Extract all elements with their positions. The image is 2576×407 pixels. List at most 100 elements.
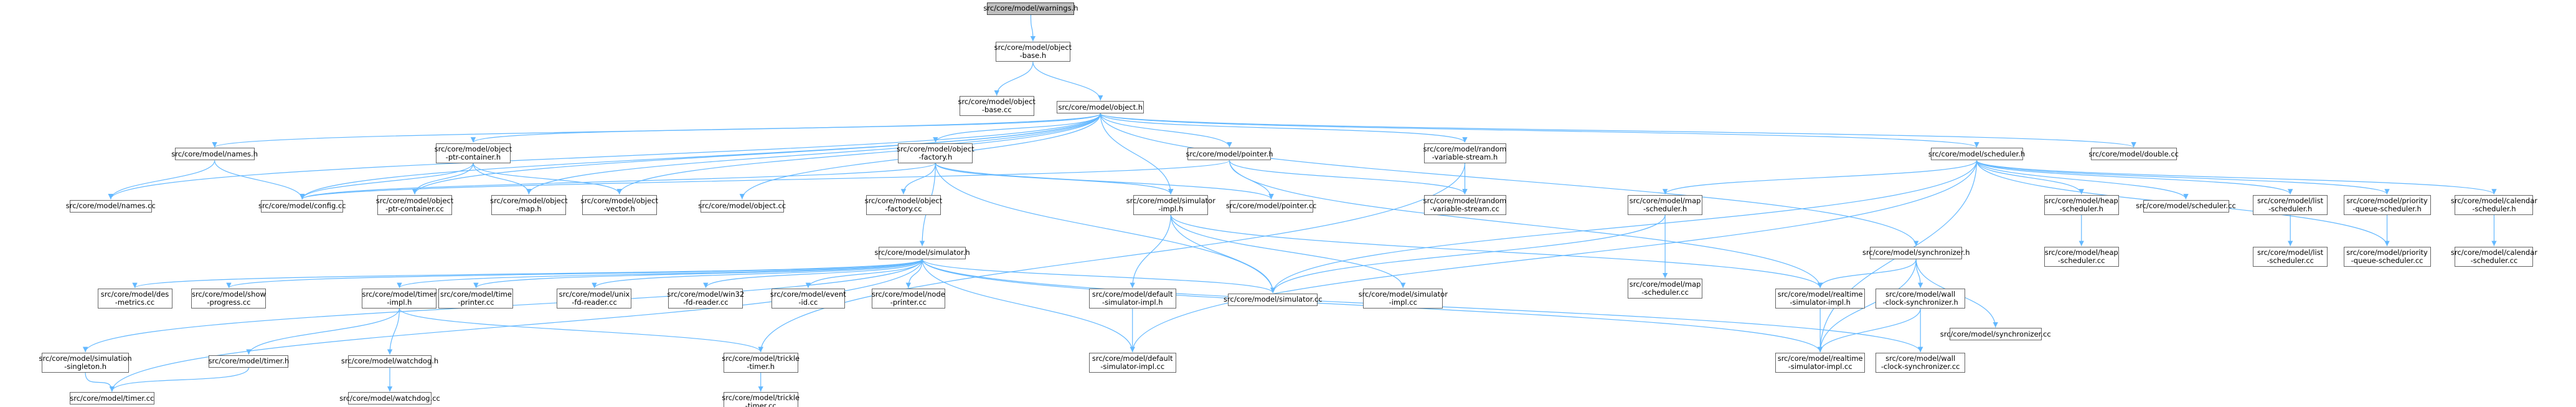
node-label-line: -fd-reader.cc <box>572 298 617 307</box>
node-double-cc[interactable]: src/core/model/double.cc <box>2088 148 2179 161</box>
edge-object_h-to-config_cc <box>300 113 1101 199</box>
node-watchdog-h[interactable]: src/core/model/watchdog.h <box>341 355 438 368</box>
edge-object_h-to-object_factory_h <box>933 113 1101 143</box>
node-des-metrics-cc[interactable]: src/core/model/des-metrics.cc <box>97 289 172 309</box>
edge-scheduler_h-to-simulator_cc <box>1270 160 1978 293</box>
node-object-factory-h[interactable]: src/core/model/object-factory.h <box>897 143 974 163</box>
node-label-line: src/core/model/default <box>1092 290 1173 299</box>
edge-timer_impl_h-to-watchdog_h <box>387 309 400 355</box>
node-timer-cc[interactable]: src/core/model/timer.cc <box>69 392 154 405</box>
node-object-base-cc[interactable]: src/core/model/object-base.cc <box>958 96 1036 117</box>
node-heap-scheduler-h[interactable]: src/core/model/heap-scheduler.h <box>2044 194 2119 215</box>
node-wall-clock-synchronizer-h[interactable]: src/core/model/wall-clock-synchronizer.h <box>1875 289 1966 309</box>
node-list-scheduler-h[interactable]: src/core/model/list-scheduler.h <box>2253 194 2328 215</box>
node-synchronizer-h[interactable]: src/core/model/synchronizer.h <box>1862 246 1970 259</box>
node-label-line: -simulator-impl.cc <box>1100 362 1165 371</box>
edge-random_stream_h-to-trickle_timer_h <box>758 163 1466 352</box>
node-heap-scheduler-cc[interactable]: src/core/model/heap-scheduler.cc <box>2044 246 2119 267</box>
node-simulator-impl-h[interactable]: src/core/model/simulator-impl.h <box>1126 194 1215 215</box>
node-calendar-scheduler-cc[interactable]: src/core/model/calendar-scheduler.cc <box>2451 246 2537 267</box>
node-simulator-impl-cc[interactable]: src/core/model/simulator-impl.cc <box>1359 289 1448 309</box>
node-object-map-h[interactable]: src/core/model/object-map.h <box>490 194 568 215</box>
node-default-simulator-impl-cc[interactable]: src/core/model/default-simulator-impl.cc <box>1088 352 1176 373</box>
node-label-line: src/core/model/object.h <box>1058 102 1143 112</box>
edge-simulator_h-to-timer_cc <box>109 259 923 392</box>
node-default-simulator-impl-h[interactable]: src/core/model/default-simulator-impl.h <box>1088 289 1176 309</box>
node-map-scheduler-cc[interactable]: src/core/model/map-scheduler.cc <box>1628 279 1703 299</box>
node-label-line: src/core/model/simulation <box>39 353 132 363</box>
node-scheduler-h[interactable]: src/core/model/scheduler.h <box>1928 148 2025 161</box>
edge-simulator_impl_h-to-simulator_impl_cc <box>1170 214 1406 289</box>
node-names-cc[interactable]: src/core/model/names.cc <box>66 199 156 213</box>
node-object-h[interactable]: src/core/model/object.h <box>1057 101 1144 114</box>
node-label-line: src/core/model/pointer.cc <box>1225 201 1317 211</box>
node-object-ptr-container-h[interactable]: src/core/model/object-ptr-container.h <box>435 143 512 163</box>
edge-simulator_impl_h-to-default_impl_h <box>1130 214 1171 289</box>
edge-scheduler_h-to-default_impl_cc <box>1130 160 1978 352</box>
node-node-printer-cc[interactable]: src/core/model/node-printer.cc <box>871 289 945 309</box>
node-label-line: src/core/model/wall <box>1885 290 1956 299</box>
node-object-cc[interactable]: src/core/model/object.cc <box>698 199 786 213</box>
node-map-scheduler-h[interactable]: src/core/model/map-scheduler.h <box>1628 194 1703 215</box>
node-show-progress-cc[interactable]: src/core/model/show-progress.cc <box>191 289 267 309</box>
node-label-line: -map.h <box>516 204 542 213</box>
node-names-h[interactable]: src/core/model/names.h <box>171 148 258 161</box>
node-label-line: -simulator-impl.h <box>1102 298 1163 307</box>
node-synchronizer-cc[interactable]: src/core/model/synchronizer.cc <box>1940 328 2051 341</box>
node-label-line: -scheduler.cc <box>1641 288 1689 297</box>
node-pointer-cc[interactable]: src/core/model/pointer.cc <box>1226 199 1316 213</box>
node-object-ptr-container-cc[interactable]: src/core/model/object-ptr-container.cc <box>375 194 454 215</box>
node-label-line: src/core/model/list <box>2257 196 2324 205</box>
edge-wall_clock_h-to-realtime_impl_cc <box>1818 308 1921 353</box>
node-pointer-h[interactable]: src/core/model/pointer.h <box>1186 148 1273 161</box>
node-object-vector-h[interactable]: src/core/model/object-vector.h <box>580 194 658 215</box>
edge-simulator_h-to-default_impl_cc <box>922 259 1135 352</box>
node-event-id-cc[interactable]: src/core/model/event-id.cc <box>770 289 846 309</box>
node-watchdog-cc[interactable]: src/core/model/watchdog.cc <box>339 392 440 405</box>
node-config-cc[interactable]: src/core/model/config.cc <box>258 199 346 213</box>
node-label-line: src/core/model/priority <box>2346 196 2428 205</box>
edge-pointer_h-to-random_stream_cc <box>1229 160 1468 194</box>
edge-object_h-to-double_cc <box>1100 113 2136 148</box>
node-simulator-cc[interactable]: src/core/model/simulator.cc <box>1224 293 1323 306</box>
node-priority-queue-scheduler-h[interactable]: src/core/model/priority-queue-scheduler.… <box>2343 194 2431 215</box>
node-time-printer-cc[interactable]: src/core/model/time-printer.cc <box>438 289 514 309</box>
node-trickle-timer-cc[interactable]: src/core/model/trickle-timer.cc <box>722 392 800 407</box>
node-simulation-singleton-h[interactable]: src/core/model/simulation-singleton.h <box>39 352 132 373</box>
node-label-line: src/core/model/timer <box>362 290 437 299</box>
node-priority-queue-scheduler-cc[interactable]: src/core/model/priority-queue-scheduler.… <box>2343 246 2431 267</box>
node-label-line: -scheduler.h <box>2268 204 2313 213</box>
node-calendar-scheduler-h[interactable]: src/core/model/calendar-scheduler.h <box>2451 194 2537 215</box>
node-label-line: -singleton.h <box>64 362 107 371</box>
node-label-line: -simulator-impl.h <box>1790 298 1851 307</box>
node-object-factory-cc[interactable]: src/core/model/object-factory.cc <box>865 194 942 215</box>
edge-names_h-to-config_cc <box>214 160 305 199</box>
node-win32-fd-reader-cc[interactable]: src/core/model/win32-fd-reader.cc <box>668 289 744 309</box>
node-timer-h[interactable]: src/core/model/timer.h <box>209 355 289 368</box>
node-list-scheduler-cc[interactable]: src/core/model/list-scheduler.cc <box>2253 246 2328 267</box>
node-object-base-h[interactable]: src/core/model/object-base.h <box>994 42 1072 62</box>
node-simulator-h[interactable]: src/core/model/simulator.h <box>874 246 970 259</box>
node-label-line: src/core/model/simulator.cc <box>1224 295 1323 304</box>
node-wall-clock-synchronizer-cc[interactable]: src/core/model/wall-clock-synchronizer.c… <box>1875 352 1966 373</box>
node-timer-impl-h[interactable]: src/core/model/timer-impl.h <box>362 289 437 309</box>
node-realtime-simulator-impl-cc[interactable]: src/core/model/realtime-simulator-impl.c… <box>1775 352 1866 373</box>
node-label-line: src/core/model/object <box>994 43 1072 52</box>
node-realtime-simulator-impl-h[interactable]: src/core/model/realtime-simulator-impl.h <box>1775 289 1866 309</box>
node-label-line: src/core/model/heap <box>2044 196 2118 205</box>
node-label-line: src/core/model/synchronizer.cc <box>1940 329 2051 338</box>
node-label-line: src/core/model/object <box>375 196 454 205</box>
node-random-variable-stream-cc[interactable]: src/core/model/random-variable-stream.cc <box>1423 194 1506 215</box>
node-trickle-timer-h[interactable]: src/core/model/trickle-timer.h <box>722 352 800 373</box>
edge-pointer_h-to-realtime_impl_h <box>1229 160 1823 289</box>
node-unix-fd-reader-cc[interactable]: src/core/model/unix-fd-reader.cc <box>557 289 632 309</box>
edge-object_h-to-synchronizer_h <box>1100 113 1919 246</box>
node-scheduler-cc[interactable]: src/core/model/scheduler.cc <box>2136 199 2236 213</box>
edge-synchronizer_h-to-realtime_impl_cc <box>1817 259 1917 352</box>
node-label-line: src/core/model/simulator <box>1358 290 1448 299</box>
node-label-line: src/core/model/watchdog.cc <box>339 393 440 403</box>
node-label-line: src/core/model/object <box>958 97 1036 107</box>
node-random-variable-stream-h[interactable]: src/core/model/random-variable-stream.h <box>1423 143 1506 163</box>
edge-object_h-to-names_cc <box>108 113 1101 199</box>
